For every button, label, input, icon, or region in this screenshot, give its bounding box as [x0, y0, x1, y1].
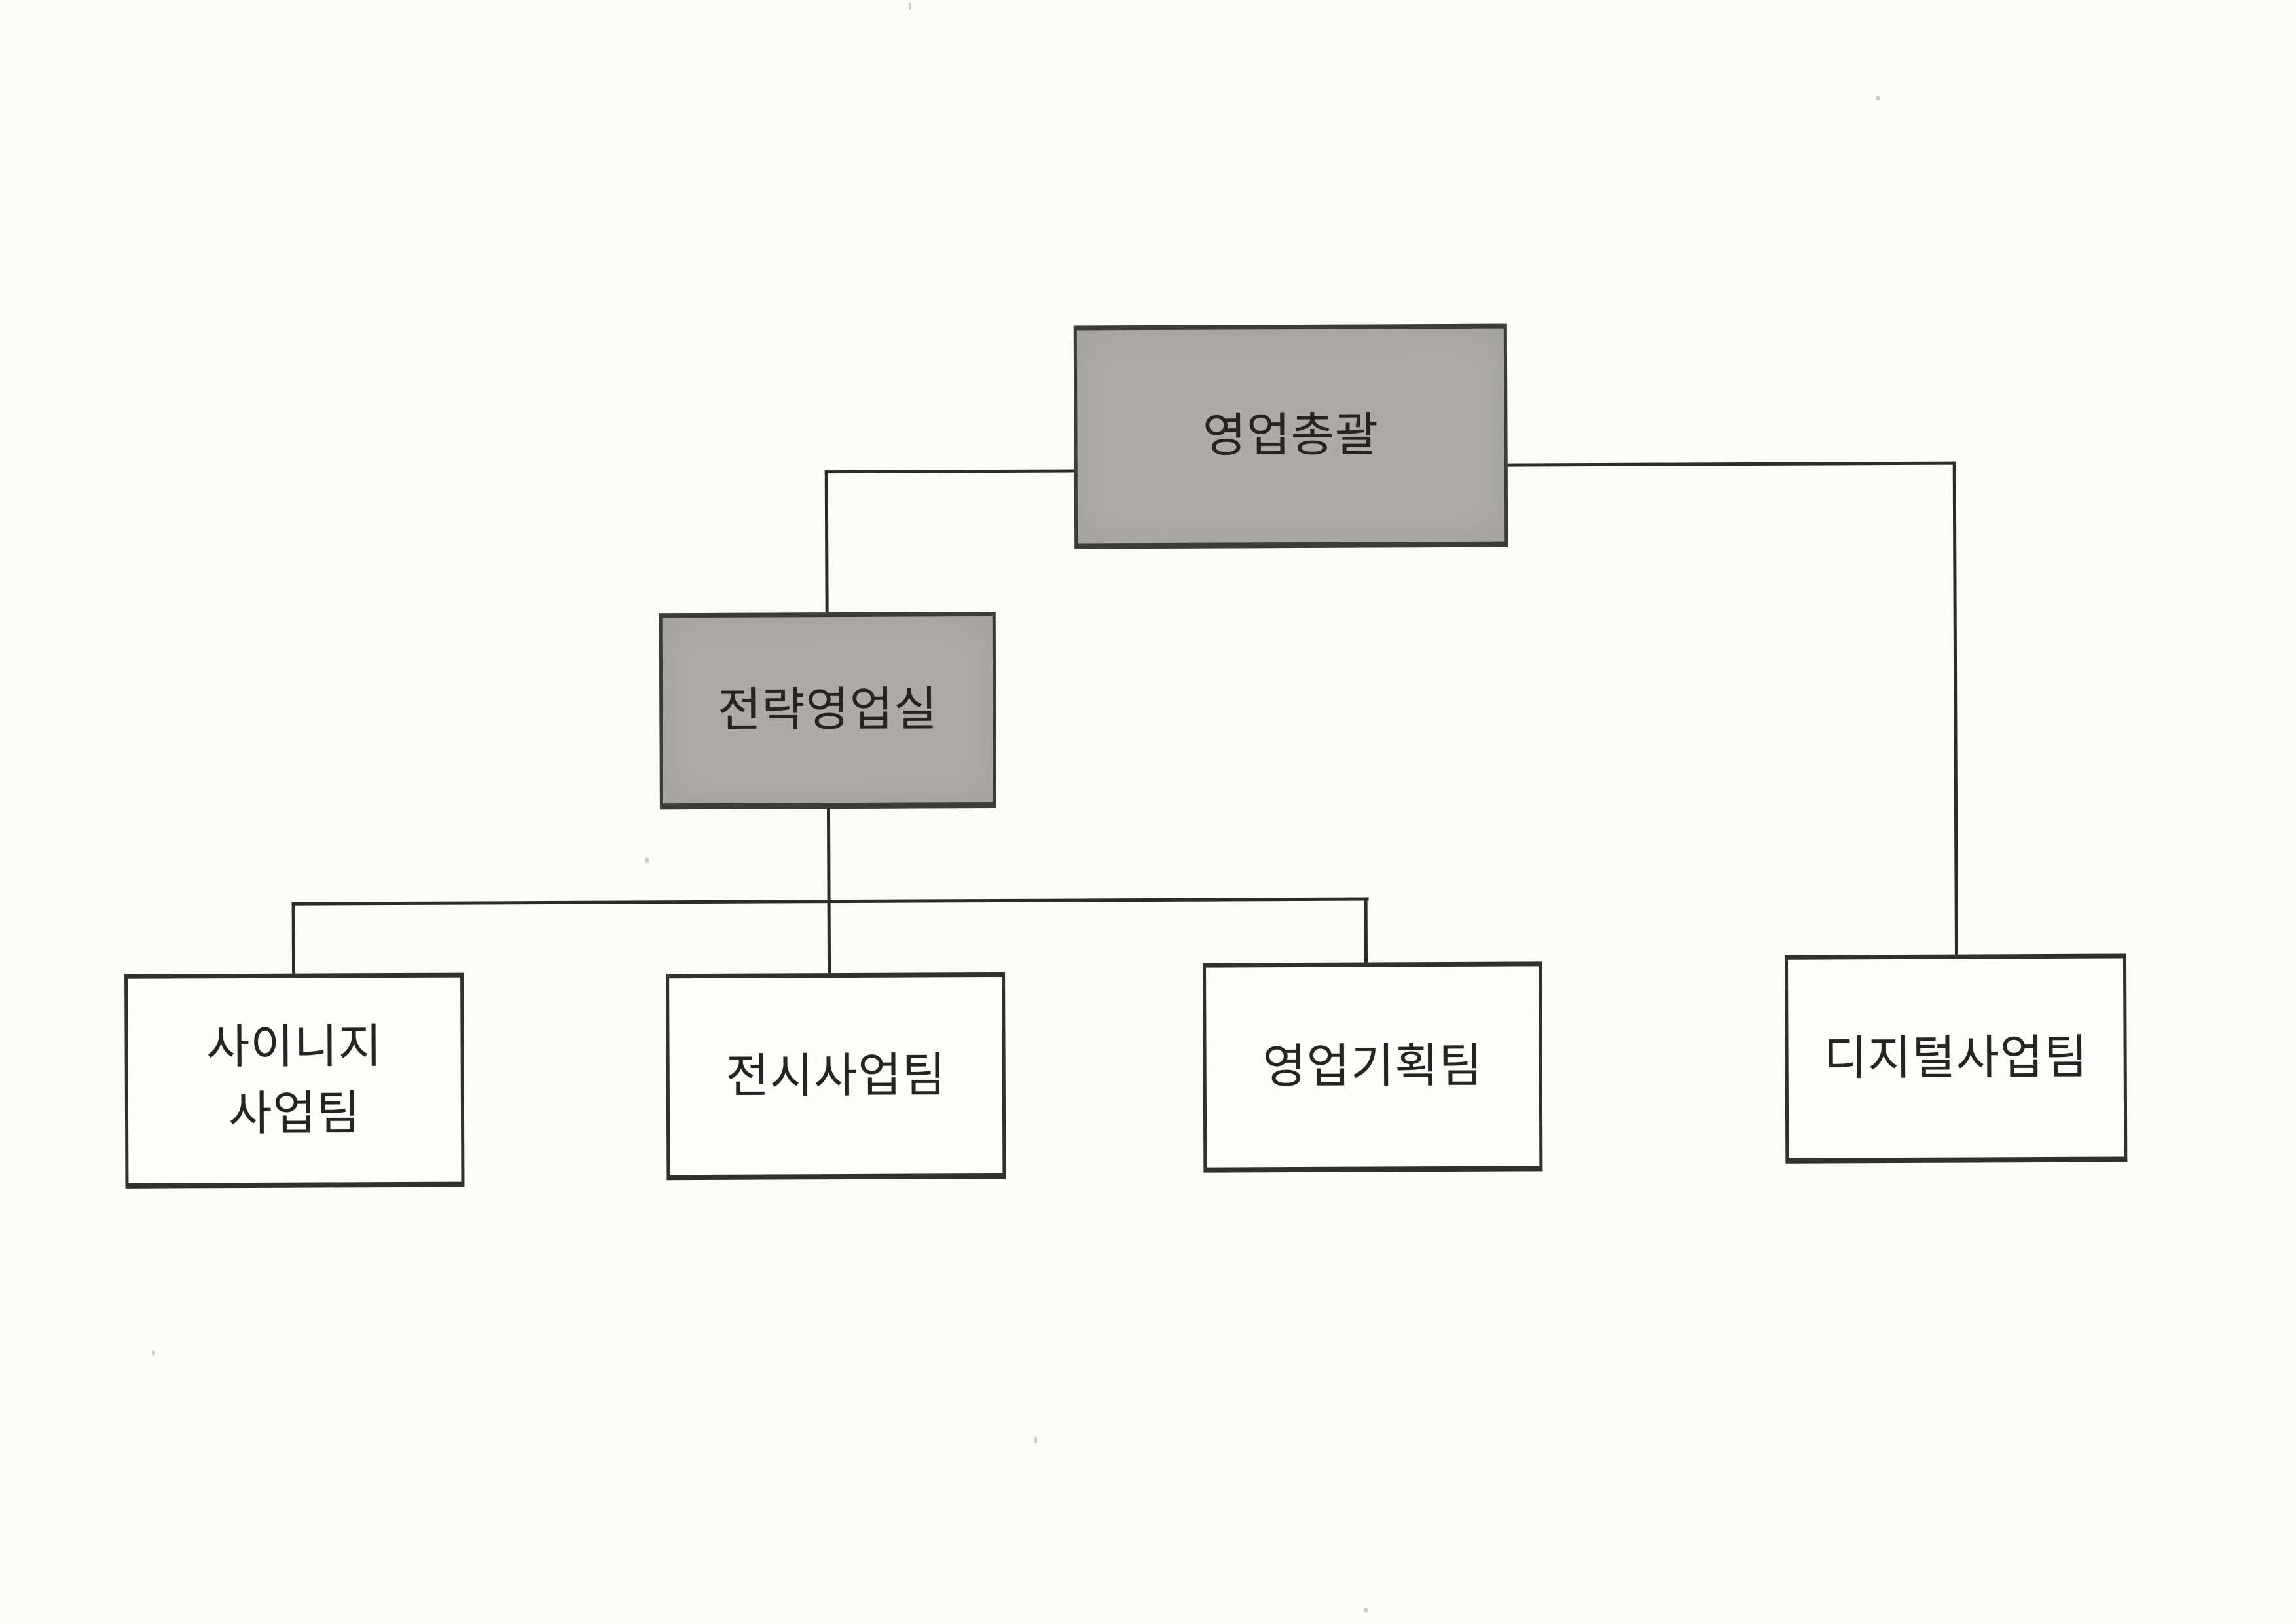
node-digital-team-label: 디지털사업팀	[1823, 1031, 2088, 1085]
node-signage-team-label: 사이니지 사업팀	[206, 1020, 383, 1141]
scan-speck	[1034, 1437, 1037, 1443]
node-exhibition-team: 전시사업팀	[666, 972, 1006, 1181]
connector-drop-sales-planning	[1364, 898, 1368, 965]
connector-drop-signage	[291, 903, 296, 976]
node-digital-team: 디지털사업팀	[1784, 953, 2128, 1164]
node-strategic-sales-office: 전략영업실	[659, 612, 996, 810]
connector-mid-down-vertical	[826, 807, 831, 903]
connector-drop-exhibition	[827, 901, 831, 976]
node-exhibition-team-label: 전시사업팀	[725, 1049, 947, 1103]
connector-root-right-vertical	[1952, 461, 1958, 957]
connector-root-right-horizontal	[1506, 461, 1956, 467]
node-sales-general: 영업총괄	[1073, 323, 1508, 549]
node-sales-general-label: 영업총괄	[1202, 409, 1379, 463]
node-sales-planning-team-label: 영업기획팀	[1262, 1040, 1483, 1094]
scan-speck	[909, 3, 911, 10]
connector-root-left-vertical	[824, 470, 829, 616]
scan-speck	[1364, 1608, 1368, 1612]
scan-speck	[645, 858, 649, 863]
node-strategic-sales-office-label: 전략영업실	[718, 683, 938, 737]
node-signage-team: 사이니지 사업팀	[124, 972, 465, 1189]
connector-root-left-horizontal	[824, 469, 1076, 474]
scan-speck	[152, 1350, 155, 1355]
node-sales-planning-team: 영업기획팀	[1203, 961, 1543, 1173]
scan-speck	[1876, 96, 1880, 100]
